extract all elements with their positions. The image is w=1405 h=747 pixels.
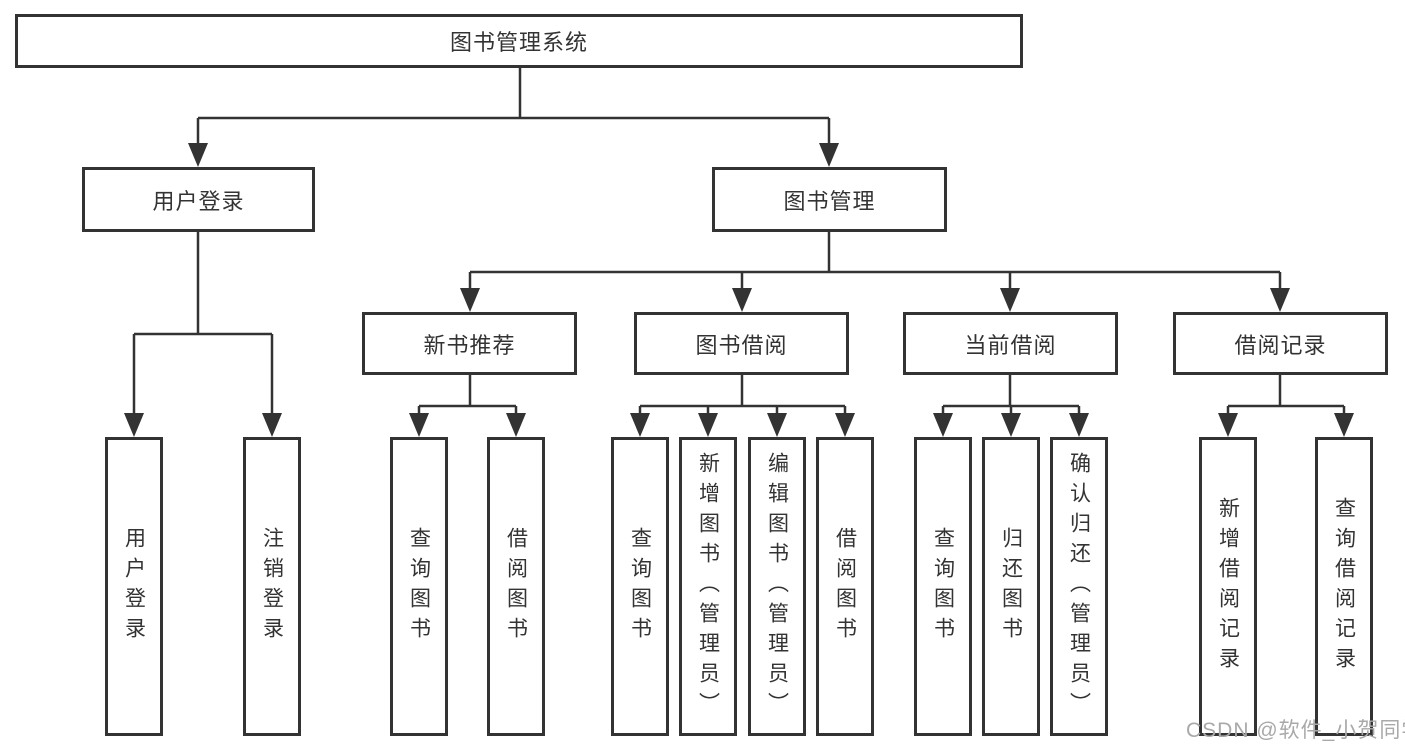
- node-label: 图书借阅: [695, 332, 788, 358]
- node-label: 借阅图书: [504, 526, 528, 647]
- leaf-borrow-books-borrowing: 借阅图书: [816, 437, 874, 736]
- leaf-logout: 注销登录: [243, 437, 301, 736]
- node-label: 借阅图书: [833, 526, 857, 647]
- node-label: 用户登录: [122, 526, 146, 647]
- node-label: 查询借阅记录: [1332, 496, 1356, 677]
- csdn-watermark: CSDN @软件_小贺同学: [1186, 719, 1405, 742]
- node-label: 查询图书: [407, 526, 431, 647]
- leaf-query-books-borrowing: 查询图书: [611, 437, 669, 736]
- node-label: 注销登录: [260, 526, 284, 647]
- leaf-user-login: 用户登录: [105, 437, 163, 736]
- node-label: 确认归还（管理员）: [1067, 451, 1091, 722]
- leaf-query-borrow-record: 查询借阅记录: [1315, 437, 1373, 736]
- leaf-edit-book-admin: 编辑图书（管理员）: [748, 437, 806, 736]
- node-label: 当前借阅: [964, 332, 1057, 358]
- node-borrowing-records: 借阅记录: [1173, 312, 1388, 375]
- node-label: 图书管理: [783, 188, 876, 214]
- leaf-add-borrow-record: 新增借阅记录: [1199, 437, 1257, 736]
- node-book-management: 图书管理: [712, 167, 947, 232]
- node-library-management-system: 图书管理系统: [15, 14, 1023, 68]
- node-label: 新增借阅记录: [1216, 496, 1240, 677]
- node-label: 编辑图书（管理员）: [765, 451, 789, 722]
- node-book-borrowing: 图书借阅: [634, 312, 849, 375]
- node-label: 用户登录: [152, 188, 245, 214]
- node-label: 新增图书（管理员）: [696, 451, 720, 722]
- node-current-borrowing: 当前借阅: [903, 312, 1118, 375]
- leaf-add-book-admin: 新增图书（管理员）: [679, 437, 737, 736]
- node-label: 新书推荐: [423, 332, 516, 358]
- leaf-query-books-current: 查询图书: [914, 437, 972, 736]
- node-label: 查询图书: [931, 526, 955, 647]
- leaf-borrow-books-recommend: 借阅图书: [487, 437, 545, 736]
- leaf-confirm-return-admin: 确认归还（管理员）: [1050, 437, 1108, 736]
- node-user-login: 用户登录: [82, 167, 315, 232]
- node-new-book-recommendation: 新书推荐: [362, 312, 577, 375]
- arrowheads: [124, 143, 1354, 437]
- leaf-query-books-recommend: 查询图书: [390, 437, 448, 736]
- node-label: 归还图书: [999, 526, 1023, 647]
- node-label: 图书管理系统: [449, 30, 588, 55]
- node-label: 查询图书: [628, 526, 652, 647]
- node-label: 借阅记录: [1234, 332, 1327, 358]
- leaf-return-book: 归还图书: [982, 437, 1040, 736]
